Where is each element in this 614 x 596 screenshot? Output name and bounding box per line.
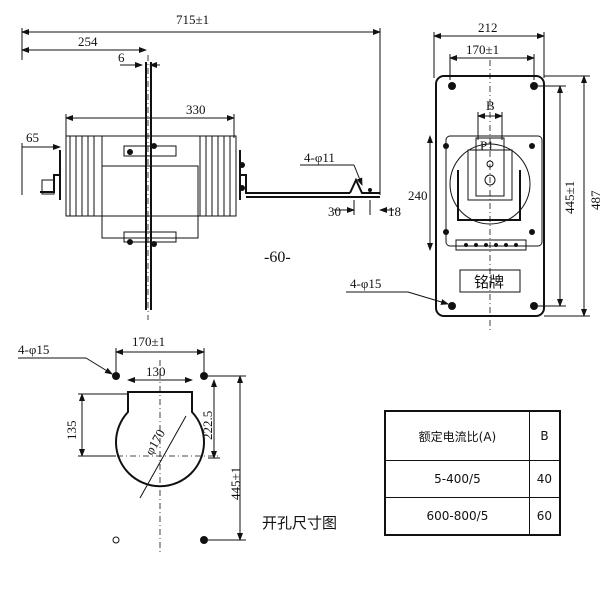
- table-row: 600-800/5 60: [384, 497, 561, 536]
- header-b: B: [528, 410, 561, 461]
- header-ratio: 额定电流比(A): [384, 410, 530, 461]
- cutout-dim-170: 170±1: [132, 334, 165, 349]
- page-number: -60-: [264, 249, 291, 266]
- dim-445: 445±1: [562, 181, 577, 214]
- dim-hole-4phi15: 4-φ15: [350, 276, 381, 291]
- dim-240: 240: [408, 188, 428, 203]
- cutout-dim-4phi15: 4-φ15: [18, 342, 49, 357]
- table-row: 5-400/5 40: [384, 460, 561, 498]
- cell-b: 60: [528, 497, 561, 536]
- dim-65: 65: [26, 130, 39, 145]
- cutout-dim-diameter: φ170: [142, 427, 168, 458]
- cutout-dim-130: 130: [146, 364, 166, 379]
- dim-18: 18: [388, 204, 401, 219]
- dim-254: 254: [78, 34, 98, 49]
- side-view: 212 170±1 P1 B 240: [346, 20, 603, 330]
- dim-30: 30: [328, 204, 341, 219]
- dim-170: 170±1: [466, 42, 499, 57]
- label-p1: P1: [480, 138, 494, 153]
- cell-b: 40: [528, 460, 561, 498]
- dim-hole-4phi11: 4-φ11: [304, 150, 335, 165]
- cutout-title: 开孔尺寸图: [262, 514, 337, 532]
- table-header-row: 额定电流比(A) B: [384, 410, 561, 461]
- dim-overall-length: 715±1: [176, 12, 209, 27]
- cell-ratio: 5-400/5: [384, 460, 530, 498]
- dim-212: 212: [478, 20, 498, 35]
- cutout-view: 170±1 130 4-φ15 φ170 135 222.5 445±1: [18, 334, 337, 552]
- dim-487: 487: [588, 190, 603, 210]
- cutout-dim-135: 135: [64, 421, 79, 441]
- spec-table: 额定电流比(A) B 5-400/5 40 600-800/5 60: [384, 410, 561, 536]
- cell-ratio: 600-800/5: [384, 497, 530, 536]
- dim-6: 6: [118, 50, 125, 65]
- front-view: 715±1 254 6 330: [21, 12, 401, 320]
- dim-330: 330: [186, 102, 206, 117]
- nameplate-label: 铭牌: [474, 273, 504, 291]
- cutout-dim-222: 222.5: [200, 411, 215, 440]
- cutout-dim-445: 445±1: [228, 467, 243, 500]
- dim-b: B: [486, 98, 495, 113]
